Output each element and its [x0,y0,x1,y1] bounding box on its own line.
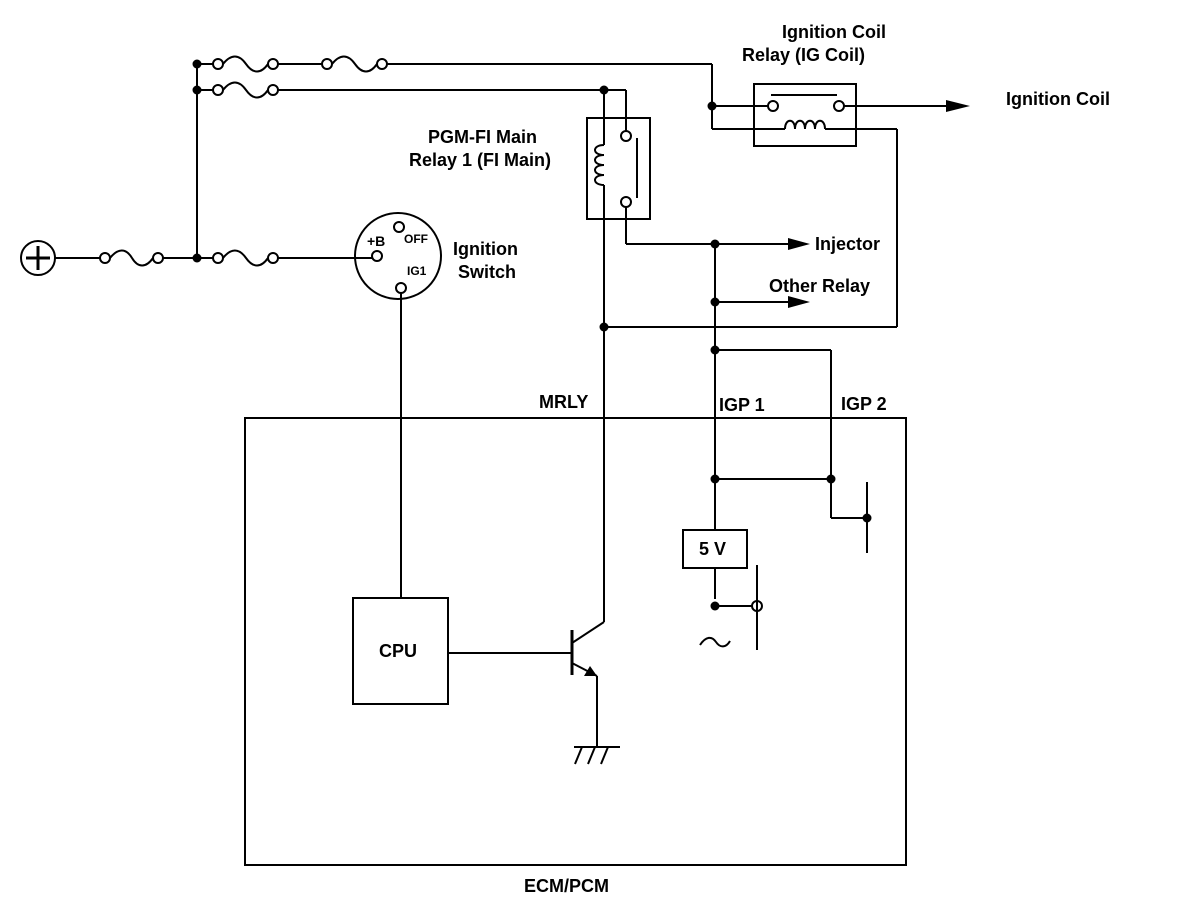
ecm-pcm-label: ECM/PCM [524,876,609,896]
mrly-label: MRLY [539,392,588,412]
igp1-label: IGP 1 [719,395,765,415]
ignition-coil-label: Ignition Coil [1006,89,1110,109]
ig-coil-relay-label-2: Relay (IG Coil) [742,45,865,65]
main-fuse [99,249,197,267]
switch-ig1-label: IG1 [407,264,427,278]
ignition-switch: +B OFF IG1 [354,212,442,598]
five-volt-label: 5 V [699,539,726,559]
pgm-fi-main-relay [586,90,715,329]
cpu-label: CPU [379,641,417,661]
battery-symbol [20,240,100,276]
ig-coil-relay-label-1: Ignition Coil [782,22,886,42]
pgm-fi-label-1: PGM-FI Main [428,127,537,147]
top-fuses [197,55,713,106]
second-fuse [197,81,627,131]
pgm-fi-label-2: Relay 1 (FI Main) [409,150,551,170]
ecm-pcm-box [244,417,907,866]
igp2-label: IGP 2 [841,394,887,414]
cpu-block: CPU [352,597,572,705]
injector-label: Injector [815,234,880,254]
ignition-switch-label-1: Ignition [453,239,518,259]
switch-plus-b-label: +B [367,233,385,249]
mrly-transistor [570,327,620,765]
five-volt-regulator: 5 V [682,529,763,650]
ignition-coil-relay [599,83,970,332]
switch-fuse [197,249,372,267]
switch-off-label: OFF [404,232,428,246]
other-relay-label: Other Relay [769,276,870,296]
ignition-switch-label-2: Switch [458,262,516,282]
